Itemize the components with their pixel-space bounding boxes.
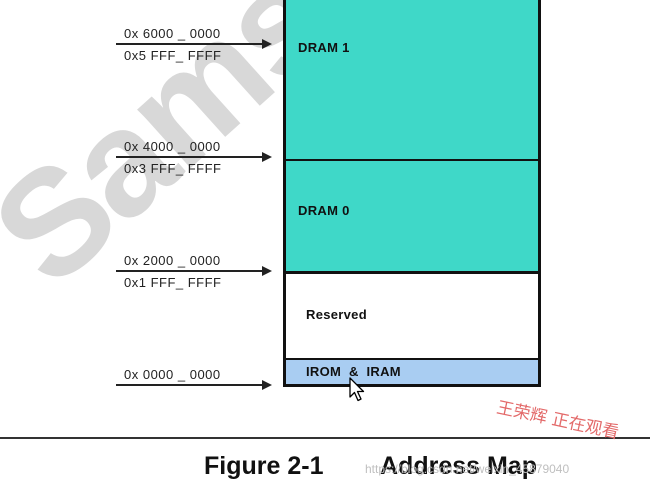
arrow-right-icon bbox=[262, 152, 272, 162]
region-irom-iram: IROM & IRAM bbox=[286, 360, 538, 384]
viewer-notice: 王荣辉 正在观看 bbox=[494, 397, 621, 444]
region-label: DRAM 1 bbox=[298, 40, 350, 55]
address-label-start: 0x 4000 _ 0000 bbox=[124, 139, 221, 154]
address-label-end: 0x3 FFF_ FFFF bbox=[124, 161, 222, 176]
region-label: Reserved bbox=[306, 307, 367, 322]
address-label-start: 0x 0000 _ 0000 bbox=[124, 367, 221, 382]
address-map-block: DRAM 1 DRAM 0 Reserved IROM & IRAM bbox=[283, 0, 541, 387]
arrow-line bbox=[116, 43, 266, 45]
address-label-start: 0x 2000 _ 0000 bbox=[124, 253, 221, 268]
arrow-right-icon bbox=[262, 39, 272, 49]
arrow-line bbox=[116, 384, 266, 386]
arrow-right-icon bbox=[262, 380, 272, 390]
figure-number: Figure 2-1 bbox=[204, 452, 324, 480]
arrow-line bbox=[116, 270, 266, 272]
address-label-end: 0x5 FFF_ FFFF bbox=[124, 48, 222, 63]
arrow-line bbox=[116, 156, 266, 158]
source-watermark: https://blog.csdn.net/weixin_45879040 bbox=[365, 462, 570, 476]
caption-divider bbox=[0, 437, 650, 439]
region-label: IROM & IRAM bbox=[306, 364, 401, 379]
region-dram0: DRAM 0 bbox=[286, 161, 538, 274]
mouse-cursor-icon bbox=[349, 377, 365, 402]
region-reserved: Reserved bbox=[286, 274, 538, 360]
region-dram1: DRAM 1 bbox=[286, 0, 538, 161]
address-label-end: 0x1 FFF_ FFFF bbox=[124, 275, 222, 290]
address-label-start: 0x 6000 _ 0000 bbox=[124, 26, 221, 41]
arrow-right-icon bbox=[262, 266, 272, 276]
region-label: DRAM 0 bbox=[298, 203, 350, 218]
figure-title: Address Map bbox=[380, 452, 537, 480]
